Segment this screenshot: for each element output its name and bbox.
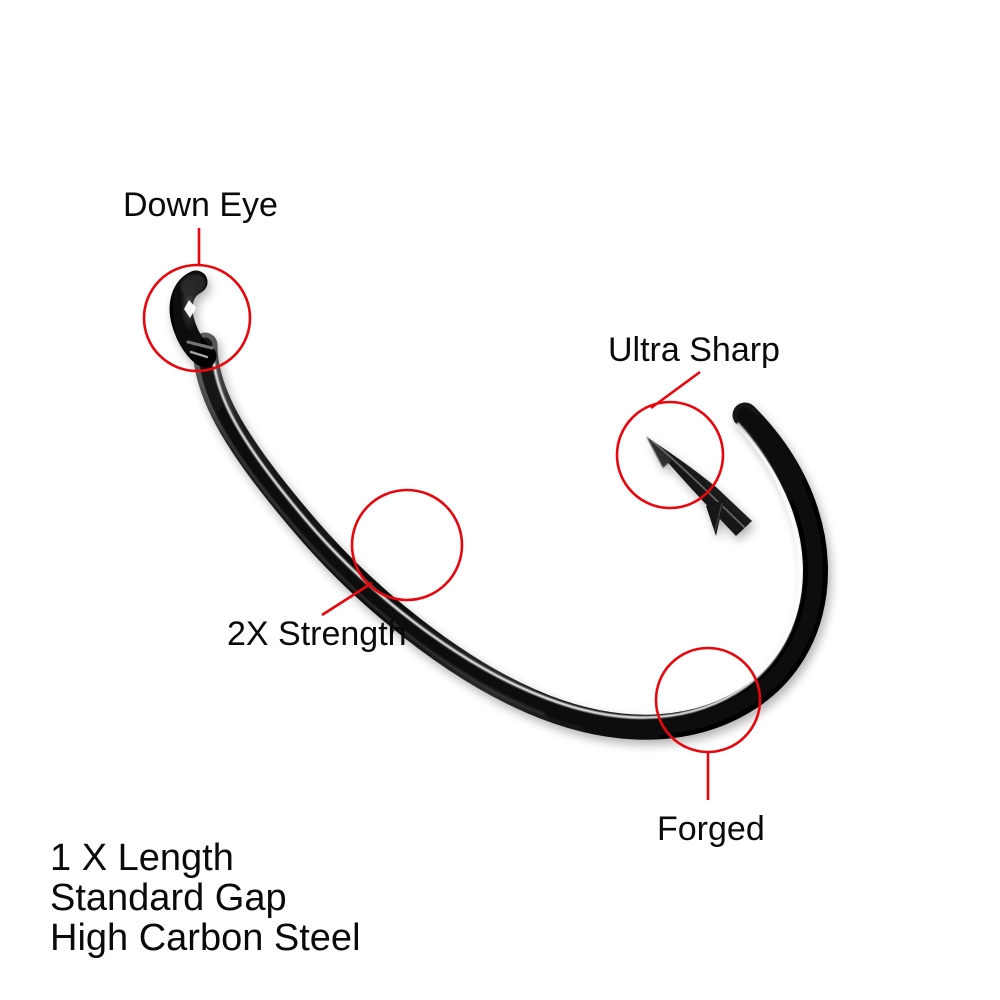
eye-glint — [184, 300, 196, 318]
barb-spur — [706, 500, 724, 536]
hook-edge-sheen — [197, 351, 545, 715]
forged-label: Forged — [657, 810, 765, 848]
two-x-strength-circle — [350, 488, 464, 602]
spec-list: 1 X Length Standard Gap High Carbon Stee… — [50, 837, 361, 959]
barb-highlight — [714, 502, 723, 532]
hook-down-eye — [169, 270, 217, 368]
hook-specular-highlight — [211, 350, 802, 719]
ultra-sharp-leader-line — [650, 370, 701, 410]
ultra-sharp-circle — [615, 400, 725, 510]
fishing-hook-illustration — [169, 270, 828, 740]
two-x-strength-leader-line — [321, 581, 373, 617]
spec-line-gap: Standard Gap — [50, 877, 287, 919]
point-spear — [648, 438, 752, 536]
point-ridge-highlight — [651, 440, 745, 528]
hook-shank-and-bend — [192, 332, 828, 740]
callout-ultra-sharp[interactable]: Ultra Sharp — [608, 331, 780, 510]
down-eye-label: Down Eye — [123, 186, 278, 224]
callout-forged[interactable]: Forged — [654, 646, 765, 848]
callout-two-x-strength[interactable]: 2X Strength — [227, 488, 464, 653]
eye-seam-highlight — [189, 350, 209, 359]
down-eye-circle — [142, 263, 252, 373]
two-x-strength-label: 2X Strength — [227, 615, 407, 653]
ultra-sharp-label: Ultra Sharp — [608, 331, 780, 369]
hook-point-and-barb — [646, 436, 752, 536]
spec-line-material: High Carbon Steel — [50, 917, 361, 959]
eye-top-cap — [180, 274, 206, 296]
point-needle-tip — [646, 436, 672, 468]
callout-down-eye[interactable]: Down Eye — [123, 186, 278, 373]
spec-line-length: 1 X Length — [50, 837, 234, 879]
hook-body — [192, 332, 828, 740]
hook-core-shade — [197, 337, 823, 735]
eye-seam — [186, 340, 214, 350]
